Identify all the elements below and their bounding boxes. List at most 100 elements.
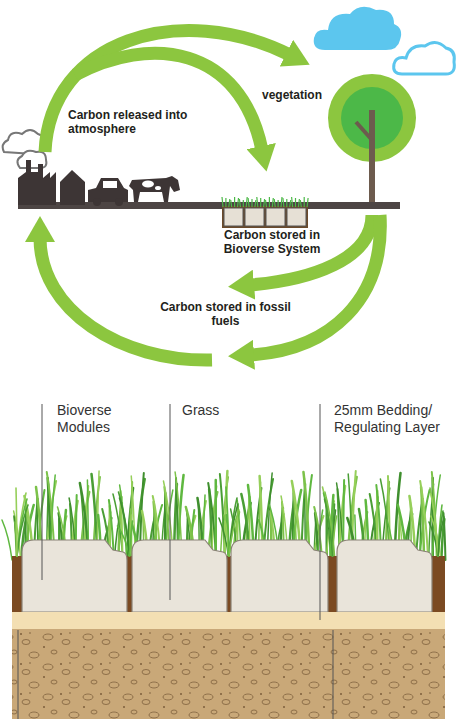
tree — [356, 122, 372, 140]
cloud-outline — [394, 42, 455, 74]
leader-line — [18, 404, 333, 719]
bioverse-system — [274, 199, 275, 207]
bioverse-system — [269, 197, 270, 207]
bioverse-system — [222, 197, 308, 228]
factory — [18, 160, 56, 205]
part-label: Bioverse Modules — [57, 402, 157, 436]
bioverse-system — [260, 198, 261, 207]
grass-front — [229, 510, 239, 556]
bioverse-system — [229, 199, 230, 207]
car — [93, 198, 101, 206]
leader-line — [170, 404, 171, 600]
grass-front — [438, 517, 444, 556]
bioverse-system — [222, 197, 223, 207]
grass-front — [431, 494, 438, 556]
bioverse-system — [245, 208, 264, 226]
bioverse-system — [304, 197, 305, 207]
grass-front — [333, 516, 337, 556]
bioverse-system — [278, 200, 279, 207]
bioverse-system — [290, 200, 291, 207]
bioverse-system — [266, 208, 285, 226]
grass-front — [17, 505, 28, 556]
bioverse-module — [132, 540, 227, 612]
cow — [129, 176, 180, 202]
grass-front — [119, 492, 130, 556]
grass-front — [324, 493, 333, 556]
bioverse-system — [243, 200, 244, 207]
cloud-outline — [394, 42, 455, 74]
grass-front — [333, 510, 336, 556]
leader-line — [18, 630, 19, 719]
leader-line — [333, 630, 334, 719]
car — [103, 181, 117, 188]
grass-front — [120, 498, 130, 556]
cow — [129, 176, 180, 202]
arrow-label: Carbon stored in Bioverse System — [218, 228, 326, 257]
bedding-layer — [12, 612, 445, 629]
bioverse-system — [307, 198, 308, 207]
grass-front — [229, 504, 238, 556]
grass-blades — [420, 481, 428, 560]
grass-front — [323, 487, 333, 556]
cow — [155, 186, 161, 190]
bioverse-system — [286, 199, 287, 207]
bioverse-system — [287, 208, 306, 226]
grass-front — [438, 511, 443, 556]
part-label: 25mm Bedding/ Regulating Layer — [334, 402, 460, 436]
bioverse-module — [337, 540, 432, 612]
cycle-arrow — [40, 238, 212, 360]
bioverse-module — [22, 540, 127, 612]
car — [88, 178, 128, 202]
bioverse-system — [234, 197, 235, 207]
arrow-label: Carbon released into atmosphere — [68, 108, 203, 137]
grass-front — [130, 521, 133, 556]
grass-front — [226, 487, 229, 556]
tree — [328, 74, 416, 208]
bioverse-system — [231, 200, 232, 207]
part-label: Grass — [182, 402, 242, 419]
bioverse-system — [283, 198, 284, 207]
bioverse-system — [292, 197, 293, 207]
cycle-arrow — [45, 31, 290, 152]
grass-blades — [2, 520, 12, 560]
bioverse-system — [300, 200, 301, 207]
cloud — [314, 7, 401, 50]
arrow-label: Carbon stored in fossil fuels — [148, 300, 303, 329]
bioverse-module — [22, 540, 432, 612]
bioverse-system — [295, 198, 296, 207]
grass-front — [430, 488, 438, 556]
car — [88, 178, 128, 206]
bioverse-module — [231, 540, 328, 612]
bioverse-system — [246, 197, 247, 207]
bioverse-system — [225, 198, 226, 207]
bioverse-system — [281, 197, 282, 207]
bioverse-system — [266, 200, 267, 207]
car — [115, 198, 123, 206]
bioverse-system — [222, 206, 308, 228]
bioverse-system — [251, 199, 252, 207]
grass-front — [130, 515, 132, 556]
bioverse-system — [272, 198, 273, 207]
bioverse-system — [248, 198, 249, 207]
bioverse-system — [238, 198, 239, 207]
leader-line — [320, 404, 321, 620]
bioverse-system — [224, 208, 243, 226]
bioverse-system — [264, 199, 265, 207]
grass-front — [325, 499, 333, 556]
grass-front — [17, 499, 27, 556]
bioverse-system — [298, 199, 299, 207]
tree — [369, 110, 375, 208]
arrow-label: vegetation — [262, 88, 337, 102]
grass-front — [16, 488, 17, 556]
bioverse-system — [239, 199, 240, 207]
grass-front — [14, 487, 444, 556]
grass-blades — [215, 480, 218, 560]
subbase-layer — [12, 629, 445, 719]
bioverse-system — [255, 200, 256, 207]
smoke — [3, 130, 44, 154]
leader-line — [42, 404, 43, 580]
bioverse-system — [257, 197, 258, 207]
bioverse-system — [222, 197, 308, 207]
